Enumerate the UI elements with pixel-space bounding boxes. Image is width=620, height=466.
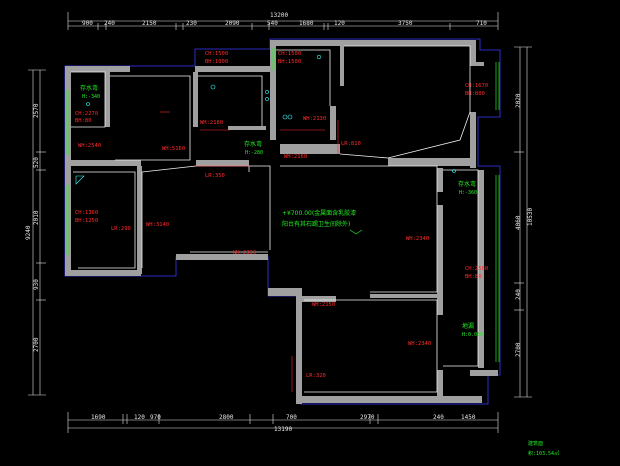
ceiling-height: CH:1360 [75, 210, 98, 216]
bottom-dim: 2800 [219, 414, 234, 421]
wall-height: WH:2130 [303, 116, 326, 122]
bottom-dim: 120 [134, 414, 145, 421]
base-height: BH:80 [75, 118, 92, 124]
left-dim: 520 [33, 157, 40, 168]
base-height: BH:1500 [278, 59, 301, 65]
bottom-total-dim: 13190 [274, 426, 292, 433]
left-dim: 2010 [33, 210, 40, 225]
bottom-dim: 240 [433, 414, 444, 421]
top-dim: 540 [267, 20, 278, 27]
windows [65, 48, 500, 362]
wall-height: WH:2540 [78, 143, 101, 149]
wall-height: WH:2180 [200, 120, 223, 126]
trap-height: H:-340 [82, 94, 100, 100]
left-dim: 2570 [33, 103, 40, 118]
trap-height: H:-360 [459, 190, 477, 196]
top-dim: 3750 [398, 20, 413, 27]
lr-value: LR:350 [205, 173, 225, 179]
drain-fixture [316, 54, 322, 60]
ceiling-height: CH:2560 [465, 266, 488, 272]
base-height: BH:80 [465, 274, 482, 280]
trap-label: 存水弯 [458, 180, 476, 188]
wall-height: WH:5160 [162, 146, 185, 152]
bottom-dim: 700 [286, 414, 297, 421]
bottom-dimension-text: 1690 120 970 2800 700 2970 240 1450 1319… [91, 414, 476, 433]
lr-value: LR:320 [306, 373, 326, 379]
drain-fixture [265, 97, 269, 101]
drain-label: 地漏 [462, 322, 474, 330]
base-height: BH:1250 [75, 218, 98, 224]
drain-height: H:0.080 [462, 332, 483, 338]
trap-label: 存水弯 [80, 84, 98, 92]
right-dim: 2700 [515, 342, 522, 357]
ceiling-height: CH:2270 [75, 111, 98, 117]
walls [65, 40, 498, 404]
trap-label: 存水弯 [244, 140, 262, 148]
bottom-dim: 1690 [91, 414, 106, 421]
wall-height: WH:2340 [408, 341, 431, 347]
note-line-1: +¥700.00(金属面含乳胶漆 [282, 209, 356, 217]
drain-fixture [282, 114, 288, 120]
top-dim: 710 [476, 20, 487, 27]
note-line-2: 阳台有其石踢卫生间除外) [282, 220, 350, 228]
top-dimension-text: 13200 900 240 2150 230 2090 540 1680 120… [82, 12, 487, 27]
lr-value: LR:290 [111, 226, 131, 232]
room-labels: 存水弯 H:-340 CH:2270 BH:80 WH:2540 CH:1500… [75, 51, 488, 379]
drain-fixture [210, 84, 216, 90]
left-dim: 2700 [33, 337, 40, 352]
left-total-dim: 9240 [25, 225, 32, 240]
door-swing [75, 175, 85, 185]
top-dim: 120 [334, 20, 345, 27]
dimension-lines [28, 12, 532, 433]
area-value: 积:103.54㎡ [528, 450, 559, 457]
top-dim: 2090 [225, 20, 240, 27]
drain-fixture [86, 102, 90, 106]
bottom-dim: 2970 [360, 414, 375, 421]
red-lines [160, 111, 339, 392]
right-total-dim: 10530 [527, 208, 534, 226]
top-total-dim: 13200 [270, 12, 288, 19]
top-dim: 900 [82, 20, 93, 27]
top-dim: 230 [186, 20, 197, 27]
left-dim: 930 [33, 279, 40, 290]
wall-height: WH:3140 [146, 222, 169, 228]
note-leader [349, 229, 363, 235]
wall-height: WH:2150 [312, 302, 335, 308]
ceiling-height: CH:1500 [278, 51, 301, 57]
ceiling-height: CH:1670 [465, 83, 488, 89]
wall-height: WH:2340 [406, 236, 429, 242]
base-height: BH:800 [465, 91, 485, 97]
bottom-dim: 1450 [461, 414, 476, 421]
fixtures [75, 54, 456, 185]
lr-value: LR:810 [341, 141, 361, 147]
drain-fixture [452, 169, 456, 173]
wall-height: WH:2160 [284, 154, 307, 160]
trap-height: H:-280 [245, 150, 263, 156]
top-dim: 240 [104, 20, 115, 27]
area-footer: 建筑面 积:103.54㎡ [528, 440, 559, 457]
wall-height: WH:2330 [233, 250, 256, 256]
top-dim: 1680 [299, 20, 314, 27]
top-dim: 2150 [142, 20, 157, 27]
area-title: 建筑面 [528, 440, 543, 447]
left-dimension-text: 9240 2570 520 2010 930 2700 [25, 103, 40, 352]
drain-fixture [265, 90, 269, 94]
base-height: BH:1000 [205, 59, 228, 65]
drain-fixture [287, 114, 293, 120]
ceiling-height: CH:1500 [205, 51, 228, 57]
right-dimension-text: 2020 10530 4060 240 2700 [515, 93, 534, 357]
right-dim: 2020 [515, 93, 522, 108]
right-dim: 240 [515, 289, 522, 300]
bottom-dim: 970 [150, 414, 161, 421]
right-dim: 4060 [515, 215, 522, 230]
